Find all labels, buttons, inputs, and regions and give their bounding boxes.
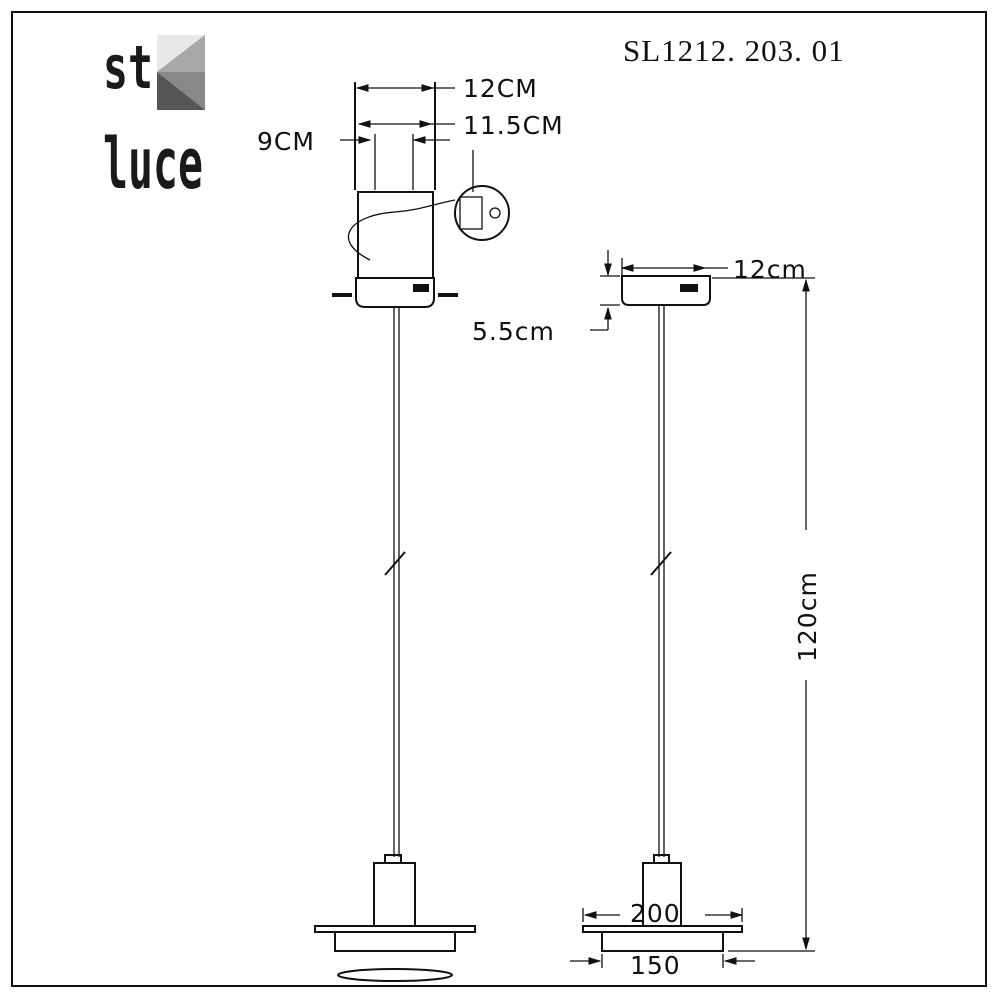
side-view-lamp: 12cm 5.5cm 200 150 120cm — [472, 250, 822, 980]
dim-200-label: 200 — [630, 899, 681, 928]
logo-text-luce: luce — [103, 123, 203, 205]
canopy — [355, 277, 435, 308]
dim-12cm-side-label: 12cm — [733, 255, 807, 284]
dim-5-5cm-label: 5.5cm — [472, 317, 555, 346]
shade-side — [601, 931, 724, 952]
shade — [334, 931, 456, 952]
dim-9cm-label: 9CM — [257, 127, 315, 156]
mounting-bracket — [357, 191, 434, 279]
dim-150-label: 150 — [630, 951, 681, 980]
st-luce-logo: st luce — [103, 33, 205, 205]
canopy-side — [621, 275, 711, 306]
dim-12cm-label: 12CM — [463, 74, 538, 103]
model-number: SL1212. 203. 01 — [623, 33, 845, 68]
socket-housing — [373, 862, 416, 927]
dim-120cm-label: 120cm — [793, 571, 822, 662]
front-view-lamp: 12CM 11.5CM 9CM — [257, 74, 564, 982]
frame-border — [11, 11, 987, 987]
break-mark — [384, 551, 406, 576]
logo-text-st: st — [103, 33, 153, 103]
diffuser-lens — [337, 968, 453, 982]
terminal-block-detail — [454, 185, 510, 241]
dim-11-5cm-label: 11.5CM — [463, 111, 564, 140]
